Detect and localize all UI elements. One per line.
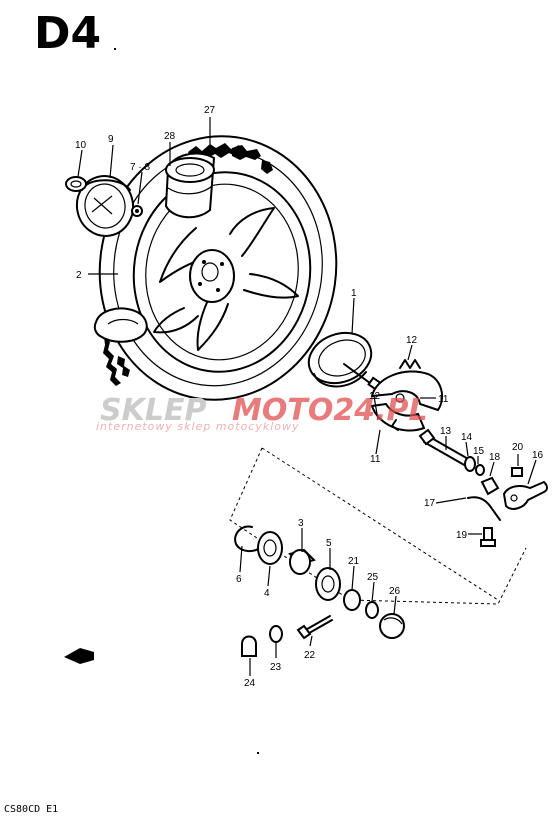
label-15: 15 xyxy=(473,446,485,457)
part-16-brake-arm xyxy=(502,480,548,510)
part-6-circlip xyxy=(234,525,263,552)
label-13: 13 xyxy=(440,426,452,437)
part-18-indicator xyxy=(480,476,500,496)
section-code: D4 xyxy=(34,8,101,59)
label-11b: 11 xyxy=(370,454,381,465)
label-27: 27 xyxy=(204,105,216,116)
label-9: 9 xyxy=(108,134,114,145)
part-3-spacer xyxy=(288,548,316,575)
label-5: 5 xyxy=(326,538,332,549)
label-10: 10 xyxy=(75,140,87,151)
part-24-cap-nut xyxy=(241,635,257,657)
label-3: 3 xyxy=(298,518,304,529)
wheel-assembly xyxy=(93,135,338,401)
part-23-washer xyxy=(269,625,283,643)
part-19-bolt xyxy=(480,527,496,547)
watermark-brand-left: SKLEP xyxy=(100,393,206,428)
label-21: 21 xyxy=(348,556,360,567)
label-20: 20 xyxy=(512,442,524,453)
label-26: 26 xyxy=(389,586,401,597)
part-26-cap xyxy=(379,613,405,639)
label-28: 28 xyxy=(164,131,176,142)
part-12-spring xyxy=(399,359,421,369)
leader-lines xyxy=(77,117,537,676)
label-14: 14 xyxy=(461,432,473,443)
label-2: 2 xyxy=(76,270,82,281)
footer-code: CS80CD E1 xyxy=(4,804,58,815)
part-28-tube xyxy=(164,152,216,219)
label-12b: 12 xyxy=(369,391,381,402)
label-19: 19 xyxy=(456,530,468,541)
label-17: 17 xyxy=(424,498,436,509)
part-13-cam-shaft xyxy=(418,428,471,467)
part-22-axle xyxy=(296,615,333,640)
label-22: 22 xyxy=(304,650,316,661)
watermark-tagline: internetowy sklep motocyklowy xyxy=(96,420,300,433)
label-24: 24 xyxy=(244,678,256,689)
watermark: SKLEP MOTO24.PL internetowy sklep motocy… xyxy=(96,393,428,433)
part-9-hub-cap xyxy=(75,175,135,237)
part-1-brake-panel xyxy=(307,331,383,392)
part-15-oring xyxy=(475,464,485,476)
part-7-8-washer xyxy=(131,205,143,217)
label-7-8: 7 · 8 xyxy=(130,162,150,173)
part-4-bearing xyxy=(257,531,283,565)
part-17-link xyxy=(467,496,501,521)
label-1: 1 xyxy=(351,288,357,299)
part-11-brake-shoes xyxy=(370,370,444,432)
label-11a: 11 xyxy=(438,394,449,405)
watermark-brand-right: MOTO24.PL xyxy=(232,393,428,428)
part-25-washer xyxy=(365,601,379,619)
label-6: 6 xyxy=(236,574,242,585)
part-10-seal xyxy=(65,176,87,192)
label-4: 4 xyxy=(264,588,270,599)
part-20-nut xyxy=(511,467,523,477)
part-5-bearing xyxy=(315,567,341,601)
label-18: 18 xyxy=(489,452,501,463)
front-arrow-icon xyxy=(64,648,94,664)
label-23: 23 xyxy=(270,662,282,673)
part-14-washer xyxy=(464,456,476,472)
part-labels: 27 28 9 10 7 · 8 2 1 12 11 12 11 13 14 1… xyxy=(75,105,544,689)
label-16: 16 xyxy=(532,450,544,461)
part-21-oil-seal xyxy=(343,589,361,611)
label-12a: 12 xyxy=(406,335,418,346)
label-25: 25 xyxy=(367,572,379,583)
